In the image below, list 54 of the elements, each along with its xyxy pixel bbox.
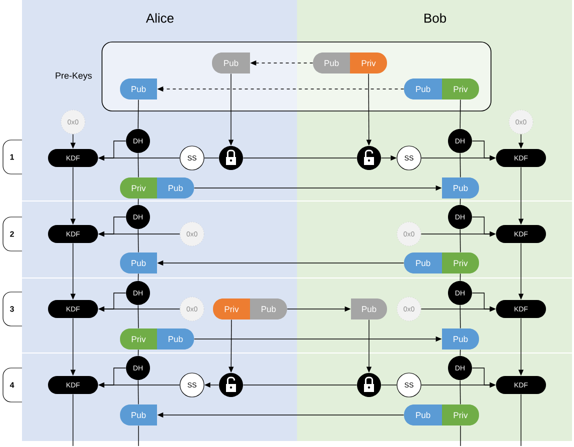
key-box: Pub <box>351 298 387 320</box>
connector-line <box>460 304 461 329</box>
connector-line <box>138 380 139 405</box>
column-title: Bob <box>424 13 446 23</box>
key-box: Pub <box>157 178 194 198</box>
connector-line <box>460 425 461 446</box>
connector-line <box>138 273 139 282</box>
connector-line <box>460 349 461 356</box>
connector-line <box>520 394 522 446</box>
connector-line <box>380 384 398 386</box>
key-box: Pub <box>313 52 350 74</box>
padlock-symbol <box>357 373 381 397</box>
row-number-tab: 2 <box>2 216 22 252</box>
connector-line <box>460 99 461 130</box>
column-title: Alice <box>146 13 174 23</box>
key-box: Pub <box>442 178 479 198</box>
connector-line <box>138 349 139 356</box>
key-box: Priv <box>442 404 479 426</box>
padlock-symbol <box>219 146 243 170</box>
connector-line <box>138 99 139 130</box>
row-number-tab: 1 <box>2 140 22 174</box>
key-box: Pub <box>157 328 194 350</box>
open-padlock-symbol <box>219 373 243 397</box>
connector-line <box>242 384 358 386</box>
key-box: Pub <box>212 52 250 74</box>
node-label: Pre-Keys <box>56 72 92 81</box>
key-box: Priv <box>350 52 387 74</box>
key-box: Pub <box>250 298 287 320</box>
connector-line <box>138 152 139 178</box>
connector-line <box>138 198 139 206</box>
connector-line <box>138 425 139 446</box>
connector-line <box>460 273 461 282</box>
connector-line <box>460 228 461 253</box>
key-box: Pub <box>442 328 479 350</box>
key-box: Pub <box>404 404 442 426</box>
key-box: Pub <box>120 252 157 274</box>
connector-line <box>460 152 461 178</box>
connector-line <box>460 198 461 206</box>
key-box: Pub <box>404 78 442 100</box>
key-box: Priv <box>442 252 479 274</box>
row-number-tab: 3 <box>2 292 22 326</box>
open-padlock-symbol <box>357 146 381 170</box>
row-number-tab: 4 <box>2 368 22 402</box>
key-box: Priv <box>120 178 157 198</box>
key-box: Pub <box>404 252 442 274</box>
key-box: Pub <box>120 78 157 100</box>
connector-line <box>138 304 139 329</box>
connector-line <box>460 380 461 405</box>
connector-line <box>138 228 139 253</box>
key-box: Priv <box>120 328 157 350</box>
key-box: Priv <box>442 78 479 100</box>
connector-line <box>72 394 74 446</box>
key-box: Priv <box>213 298 250 320</box>
key-box: Pub <box>120 404 157 426</box>
